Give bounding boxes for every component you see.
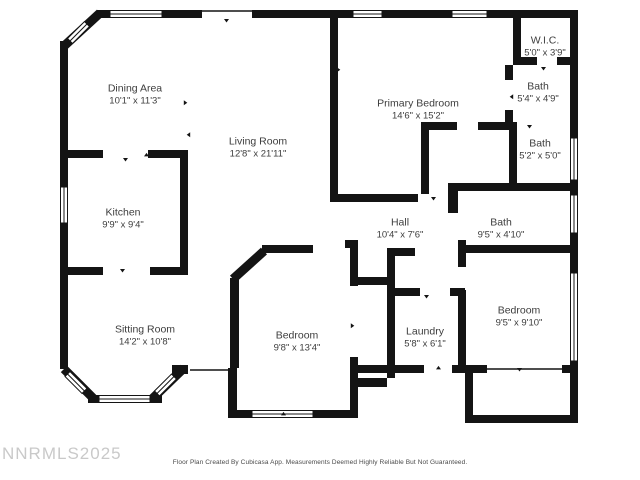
windows-layer [60, 10, 578, 418]
openings-layer [190, 10, 562, 371]
door-ticks-layer [63, 19, 546, 416]
walls-layer [59, 9, 578, 423]
disclaimer-text: Floor Plan Created By Cubicasa App. Meas… [172, 459, 468, 466]
mls-watermark: NNRMLS2025 [2, 444, 122, 463]
